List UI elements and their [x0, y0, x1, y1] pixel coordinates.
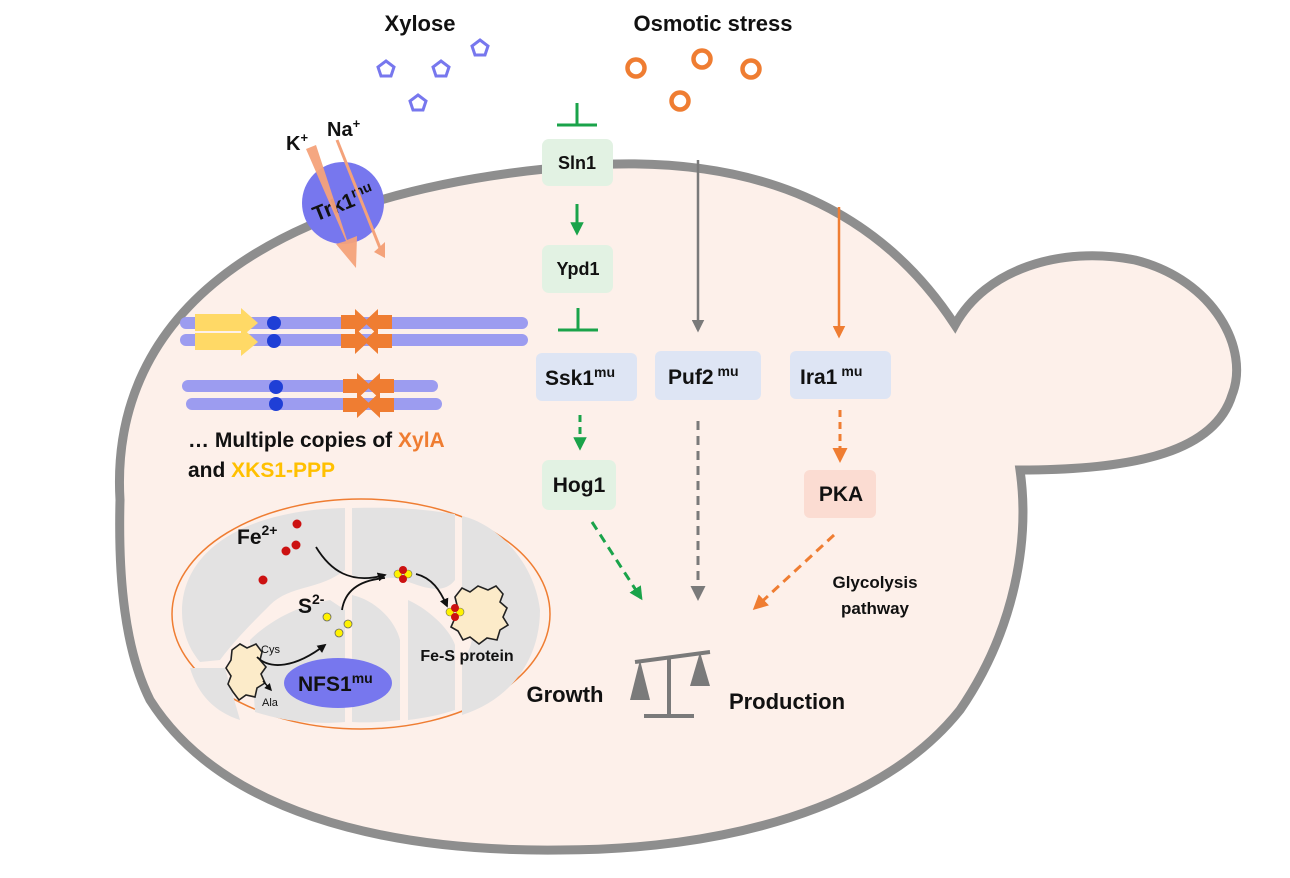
- fe-s-cluster: [393, 566, 413, 583]
- cys-to-ala-arrow: [262, 680, 272, 692]
- nfs1-ellipse: [284, 658, 392, 708]
- na-influx-arrow: [335, 139, 382, 249]
- osmolyte-icon: [669, 90, 691, 112]
- na-arrowhead: [374, 242, 385, 258]
- osmolyte-icon: [625, 57, 647, 79]
- balance-pan-right: [690, 652, 710, 686]
- xyla-gene-arrow: [366, 373, 394, 399]
- ypd1-label: Ypd1: [556, 259, 599, 279]
- glycolysis-label-line1: Glycolysis: [832, 573, 917, 592]
- pka-to-balance-arrow: [752, 533, 836, 611]
- osmotic-stress-label: Osmotic stress: [634, 11, 793, 36]
- iron-dot: [281, 546, 291, 556]
- xylose-molecules: [376, 38, 490, 112]
- multiple-copies-text: … Multiple copies of XylA: [188, 429, 445, 452]
- centromere-dot: [267, 316, 281, 330]
- cluster-to-protein-arrow: [415, 573, 449, 608]
- centromere-dot: [267, 334, 281, 348]
- integrated-gene-copies: [180, 308, 528, 418]
- pka-box: [804, 470, 876, 518]
- hog1-to-balance-arrow: [590, 521, 643, 601]
- xyla-gene-arrow: [343, 392, 371, 418]
- xylose-icon: [408, 93, 428, 112]
- xyla-gene-arrow: [343, 373, 371, 399]
- nfs1-label: NFS1mu: [298, 670, 373, 696]
- iron-dot: [292, 519, 302, 529]
- na-ion-label: Na+: [327, 116, 361, 141]
- osmolyte-molecules: [625, 48, 762, 112]
- sln1-box: [542, 139, 613, 186]
- pka-label: PKA: [819, 483, 863, 506]
- hog1-label: Hog1: [553, 474, 606, 497]
- cys-label: Cys: [261, 644, 280, 656]
- fe-label: Fe2+: [237, 522, 277, 549]
- xylose-icon: [470, 38, 490, 57]
- xyla-gene-arrow: [364, 309, 392, 335]
- fe-s-cluster-on-protein: [445, 604, 465, 621]
- ssk1-box: [536, 353, 637, 401]
- ala-label: Ala: [262, 697, 279, 709]
- chromosome: [182, 380, 438, 392]
- sulfur-dot: [322, 612, 332, 622]
- iron-dot: [291, 540, 301, 550]
- balance-beam: [634, 650, 711, 664]
- hog-pathway: Sln1 Ypd1 Ssk1mu Hog1: [536, 103, 643, 601]
- mitochondrion: Fe2+ S2- Fe-S protein Cys Ala: [171, 498, 551, 730]
- sulfur-dot: [334, 628, 344, 638]
- balance-pan-left: [630, 660, 650, 700]
- xks1-copies-text: and XKS1-PPP: [188, 459, 335, 482]
- glycolysis-label-line2: pathway: [841, 599, 910, 618]
- cysteine-protein-shape: [225, 643, 268, 702]
- xylose-icon: [376, 59, 396, 78]
- cell-body: [114, 159, 1242, 855]
- hog1-box: [542, 460, 616, 510]
- osmolyte-icon: [691, 48, 713, 70]
- mitochondrion-cristae: [182, 508, 345, 662]
- chromosome: [186, 398, 442, 410]
- trk1-transporter: K+ Na+ Trk1mu: [286, 116, 385, 268]
- xylose-label: Xylose: [385, 11, 456, 36]
- puf2-box: [655, 351, 761, 400]
- k-ion-label: K+: [286, 130, 308, 155]
- xyla-gene-arrow: [366, 392, 394, 418]
- cys-to-sulfur-arrow: [256, 643, 327, 666]
- fe-s-protein-shape: [448, 585, 510, 646]
- sln1-label: Sln1: [558, 153, 596, 173]
- ypd1-box: [542, 245, 613, 293]
- growth-production-balance: Growth Production: [527, 650, 845, 718]
- sulfur-to-cluster-arrow: [341, 577, 386, 611]
- iron-to-cluster-arrow: [315, 546, 387, 582]
- growth-label: Growth: [527, 682, 604, 707]
- yeast-cell: [114, 159, 1242, 855]
- centromere-dot: [269, 397, 283, 411]
- xyla-gene-arrow: [341, 309, 369, 335]
- k-influx-arrow: [306, 145, 357, 268]
- xyla-gene-arrow: [364, 328, 392, 354]
- production-label: Production: [729, 689, 845, 714]
- xylose-icon: [431, 59, 451, 78]
- sulfur-dot: [343, 619, 353, 629]
- xks1-gene-arrow: [195, 327, 258, 356]
- fe-s-protein-label: Fe-S protein: [420, 648, 513, 665]
- iron-dot: [258, 575, 268, 585]
- ssk1-label: Ssk1mu: [545, 364, 615, 390]
- ira1-box: [790, 351, 891, 399]
- osmolyte-icon: [740, 58, 762, 80]
- xyla-gene-arrow: [341, 328, 369, 354]
- centromere-dot: [269, 380, 283, 394]
- sulfide-label: S2-: [298, 591, 325, 618]
